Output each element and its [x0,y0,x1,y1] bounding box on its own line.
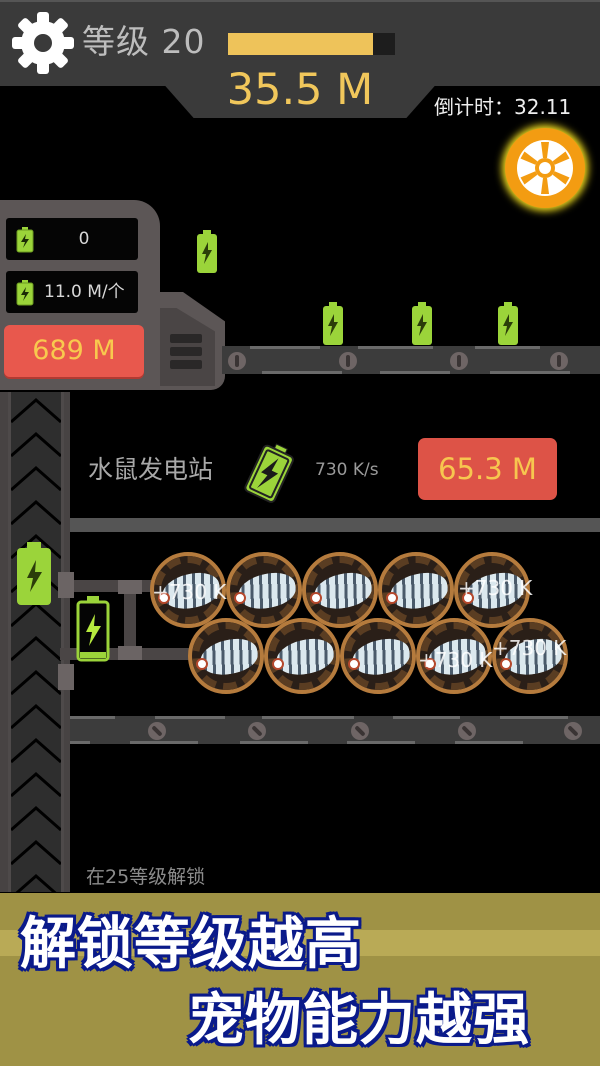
total-money: 35.5 M [226,65,374,115]
hamster-wheel[interactable] [454,552,530,628]
battery-item [498,302,518,345]
belt-stripe [262,716,354,719]
hamster-eye [310,592,322,604]
value-per-battery: 11.0 M/个 [44,282,125,302]
pipe-joint [58,572,74,598]
hamster-wheel[interactable] [302,552,378,628]
belt-bolt [458,722,476,740]
belt-stripe [240,741,308,744]
hamster-eye [272,658,284,670]
hamster-eye [348,658,360,670]
sell-batteries-button[interactable]: 689 M [4,325,144,377]
floating-earning: +730 K [492,636,567,660]
battery-charge-icon [244,443,294,503]
belt-stripe [262,371,342,374]
hamster-wheel[interactable] [340,618,416,694]
station-name: 水鼠发电站 [88,455,214,484]
hamster-wheel[interactable] [264,618,340,694]
stored-count: 0 [78,229,90,249]
hamster-eye [234,592,246,604]
battery-charging-icon [76,596,110,662]
belt-bolt [564,722,582,740]
money-tab-background [160,80,440,118]
hamster-eye [196,658,208,670]
top-conveyor-belt [222,346,600,374]
promo-banner [0,893,600,1066]
belt-stripe [347,741,415,744]
xp-progress-fill [228,33,374,55]
countdown-timer: 倒计时：32.11 [434,95,572,119]
hamster-wheel[interactable] [378,552,454,628]
battery-item [323,302,343,345]
hamster-wheel[interactable] [416,618,492,694]
battery-icon [16,280,34,306]
station-rate: 730 K/s [315,460,379,480]
belt-stripe [250,346,320,349]
belt-bolt [339,352,357,370]
level-label: 等级 20 [82,22,206,61]
gear-icon[interactable] [10,10,76,76]
floating-earning: +730 K [458,576,533,600]
belt-stripe [455,741,523,744]
hamster-wheel[interactable] [492,618,568,694]
hamster-eye [462,592,474,604]
vent-slot [170,347,202,356]
promo-line-2: 宠物能力越强 [187,987,531,1055]
belt-stripe [500,716,568,719]
pipe [124,580,136,660]
battery-value-box: 11.0 M/个 [6,271,138,313]
belt-bolt [148,722,166,740]
vent-slot [170,334,202,343]
belt-bolt [550,352,568,370]
belt-stripe [70,741,90,744]
hamster-eye [386,592,398,604]
hamster-eye [158,592,170,604]
locked-station-label: 在25等级解锁 [86,866,206,888]
battery-item [17,542,51,605]
belt-stripe [490,371,570,374]
belt-bolt [450,352,468,370]
station-top-rail [70,518,600,532]
battery-item [412,302,432,345]
hamster-eye [424,658,436,670]
battery-lift-conveyor [8,392,64,892]
stored-batteries-box: 0 [6,218,138,260]
hamster-wheel[interactable] [188,618,264,694]
belt-stripe [358,346,433,349]
belt-stripe [380,371,450,374]
hamster-wheel[interactable] [226,552,302,628]
vent-slot [170,360,202,369]
belt-stripe [130,741,198,744]
chevron-pattern [11,392,61,892]
belt-bolt [351,722,369,740]
promo-banner-stripe [0,930,600,956]
floating-earning: +730 K [418,648,493,672]
belt-bolt [228,352,246,370]
belt-stripe [155,716,225,719]
wheel-boost-icon [517,140,573,196]
xp-progress-bar [228,33,395,55]
promo-line-1: 解锁等级越高 [19,911,363,979]
floating-earning: +730 K [152,580,227,604]
hamster-eye [500,658,512,670]
belt-bolt [248,722,266,740]
station-upgrade-button[interactable]: 65.3 M [418,438,557,500]
battery-item [197,230,217,273]
belt-stripe [475,346,540,349]
belt-stripe [70,716,115,719]
hamster-wheel[interactable] [150,552,226,628]
pipe-joint [118,646,142,660]
pipe-joint [58,664,74,690]
battery-icon [16,227,34,253]
boost-wheel-button[interactable] [505,128,585,208]
pipe-joint [118,580,142,594]
belt-stripe [393,716,460,719]
pipe [60,580,160,592]
